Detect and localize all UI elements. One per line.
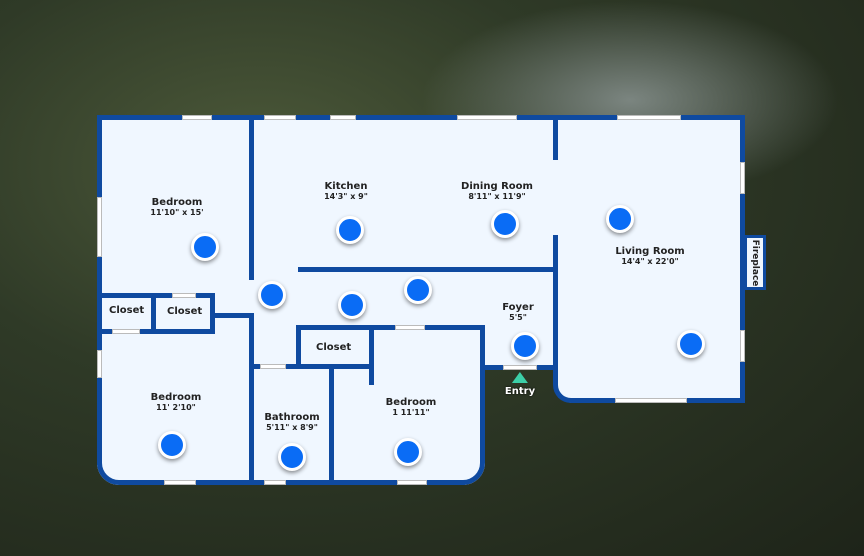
closet-label: Closet [167,306,203,317]
closet-label: Closet [316,342,352,353]
entry-marker[interactable]: Entry [505,372,535,397]
hotspot[interactable] [511,332,539,360]
triangle-up-icon [512,372,528,383]
hotspot[interactable] [404,276,432,304]
hotspot[interactable] [258,281,286,309]
hotspot[interactable] [606,205,634,233]
fireplace: Fireplace [744,235,766,290]
hotspot[interactable] [677,330,705,358]
hotspot[interactable] [394,438,422,466]
hotspot[interactable] [491,210,519,238]
hotspot[interactable] [338,291,366,319]
closet-label: Closet [109,305,145,316]
hotspot[interactable] [158,431,186,459]
hotspot[interactable] [191,233,219,261]
hotspot[interactable] [278,443,306,471]
hotspot[interactable] [336,216,364,244]
